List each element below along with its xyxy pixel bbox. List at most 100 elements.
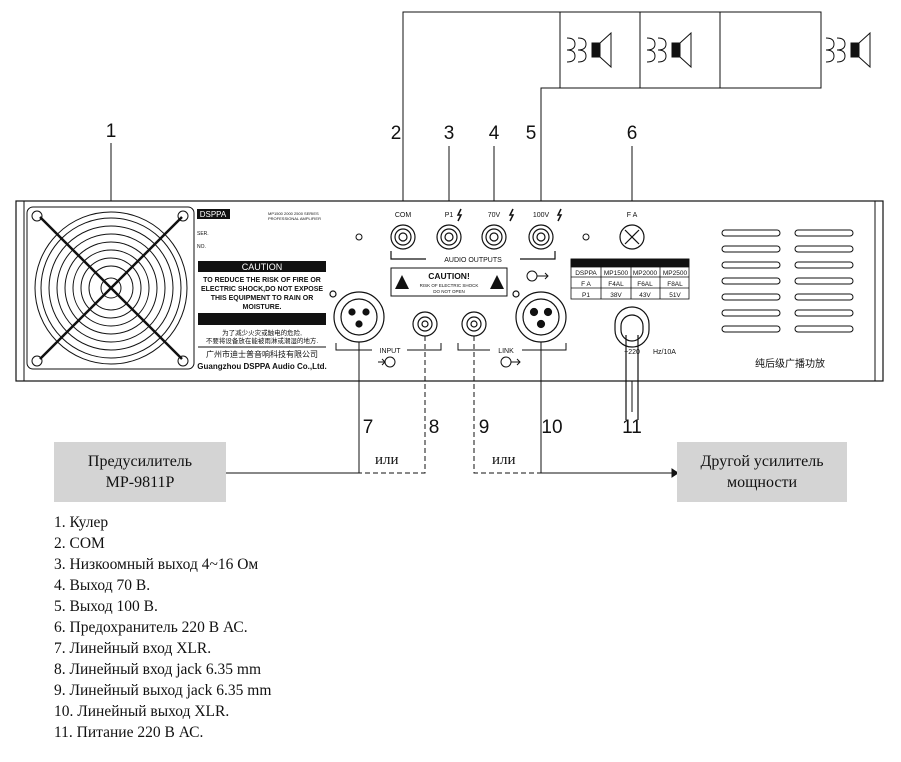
other-amp-line-1: Другой усилитель [700, 453, 824, 470]
p1-label: P1 [445, 212, 454, 219]
p1-terminal[interactable] [436, 224, 462, 250]
callout-1: 1 [105, 121, 117, 142]
power-cord: ~220 Hz/10A [614, 306, 676, 420]
legend-item: 6. Предохранитель 220 В АС. [54, 619, 248, 636]
cn-warning-line-2: 不要将设备放在能被雨淋或潮湿的地方. [206, 336, 319, 345]
caution-banner [198, 261, 326, 272]
other-amp-line-2: мощности [726, 474, 798, 491]
screw-right [582, 233, 590, 241]
caution-line-2: ELECTRIC SHOCK,DO NOT EXPOSE [201, 286, 323, 293]
series-line-1: MP1500 2000 2500 SERIES [268, 211, 319, 216]
table-cell: 38V [610, 292, 622, 299]
speaker-wires [402, 11, 560, 232]
other-amplifier-box: Другой усилитель мощности [677, 442, 847, 502]
table-cell: F A [581, 281, 591, 288]
table-cell: F4AL [608, 281, 624, 288]
shock-line-1: RISK OF ELECTRIC SHOCK [420, 283, 479, 288]
speaker-1 [566, 31, 612, 69]
audio-output-terminals: COM P1 70V 100V AUDIO OUTPUTS [390, 208, 563, 264]
callout-3: 3 [443, 123, 455, 144]
callout-11: 11 [622, 417, 642, 438]
io-brackets: INPUT LINK [335, 343, 567, 368]
ventilation-slots [721, 229, 854, 333]
legend-item: 1. Кулер [54, 514, 109, 531]
table-cell: F8AL [667, 281, 683, 288]
arrow-to-amp [671, 468, 679, 478]
lightning-icon [456, 208, 463, 222]
com-terminal[interactable] [390, 224, 416, 250]
legend-item: 8. Линейный вход jack 6.35 mm [54, 661, 262, 678]
shock-title: CAUTION! [428, 271, 470, 281]
power-label-2: Hz/10A [653, 349, 676, 356]
screw-left [355, 233, 363, 241]
brand-text: DSPPA [200, 210, 227, 219]
ser-label: SER. [197, 231, 209, 237]
callout-5: 5 [525, 123, 537, 144]
legend-item: 7. Линейный вход XLR. [54, 640, 212, 657]
series-line-2: PROFESSIONAL AMPLIFIER [268, 216, 321, 221]
or-label-output: или [492, 452, 516, 468]
fuse-spec-table: DSPPA MP1500 MP2000 MP2500 F A F4AL F6AL… [570, 258, 690, 300]
xlr-input-connector[interactable] [329, 290, 385, 343]
com-label: COM [395, 212, 412, 219]
table-header-cell: MP2000 [633, 270, 658, 277]
v100-label: 100V [533, 212, 550, 219]
table-cell: 51V [669, 292, 681, 299]
callout-10: 10 [541, 417, 563, 438]
lightning-icon [556, 208, 563, 222]
legend-item: 11. Питание 220 В АС. [54, 724, 204, 741]
callout-4: 4 [488, 123, 500, 144]
legend-item: 5. Выход 100 В. [54, 598, 158, 615]
table-cell: F6AL [637, 281, 653, 288]
callout-2: 2 [390, 123, 402, 144]
caution-title: CAUTION [242, 262, 283, 272]
legend-list: 1. Кулер 2. COM 3. Низкоомный выход 4~16… [54, 512, 271, 743]
legend-item: 9. Линейный выход jack 6.35 mm [54, 682, 272, 699]
shock-caution-sticker: CAUTION! RISK OF ELECTRIC SHOCK DO NOT O… [390, 267, 508, 297]
audio-outputs-label: AUDIO OUTPUTS [444, 257, 502, 264]
caution-line-1: TO REDUCE THE RISK OF FIRE OR [203, 277, 321, 284]
lightning-icon [508, 208, 515, 222]
cooling-fan [26, 206, 195, 370]
caution-line-4: MOISTURE. [243, 304, 282, 311]
legend-item: 3. Низкоомный выход 4~16 Ом [54, 556, 259, 573]
xlr-link-connector[interactable] [512, 290, 567, 343]
amp-model-cn: 纯后级广播功放 [755, 357, 825, 370]
legend-item: 10. Линейный выход XLR. [54, 703, 230, 720]
speaker-group [559, 11, 871, 89]
speaker-2 [646, 31, 692, 69]
signal-wiring [226, 342, 679, 478]
speaker-frame [559, 11, 822, 89]
or-label-input: или [375, 452, 399, 468]
table-header-cell: MP2500 [663, 270, 688, 277]
cn-warning-banner [198, 313, 326, 325]
preamp-model: MP-9811P [105, 474, 175, 491]
preamp-name: Предусилитель [87, 453, 193, 470]
preamp-box: Предусилитель MP-9811P [54, 442, 226, 502]
no-label: NO. [197, 244, 206, 250]
caution-line-3: THIS EQUIPMENT TO RAIN OR [211, 295, 314, 302]
link-label: LINK [498, 348, 514, 355]
amplifier-rear-panel: DSPPA MP1500 2000 2500 SERIES PROFESSION… [15, 200, 884, 420]
cn-warning-line-1: 为了减少火灾或触电的危险, [222, 328, 302, 337]
legend-item: 2. COM [54, 535, 105, 552]
legend-item: 4. Выход 70 В. [54, 577, 151, 594]
table-cell: 43V [639, 292, 651, 299]
v70-terminal[interactable] [481, 224, 507, 250]
callout-8: 8 [428, 417, 440, 438]
callout-7: 7 [362, 417, 374, 438]
table-header-cell: DSPPA [575, 270, 597, 277]
shock-line-2: DO NOT OPEN [433, 289, 464, 294]
callout-6: 6 [626, 123, 638, 144]
rating-label: DSPPA MP1500 2000 2500 SERIES PROFESSION… [197, 209, 327, 371]
input-label: INPUT [380, 348, 402, 355]
power-label: ~220 [624, 349, 640, 356]
table-header-cell: MP1500 [604, 270, 629, 277]
fuse-holder[interactable]: F A [619, 212, 645, 250]
v100-terminal[interactable] [528, 224, 554, 250]
jack-wiring [359, 336, 541, 474]
brand-logo [197, 209, 230, 219]
fuse-label: F A [627, 212, 638, 219]
